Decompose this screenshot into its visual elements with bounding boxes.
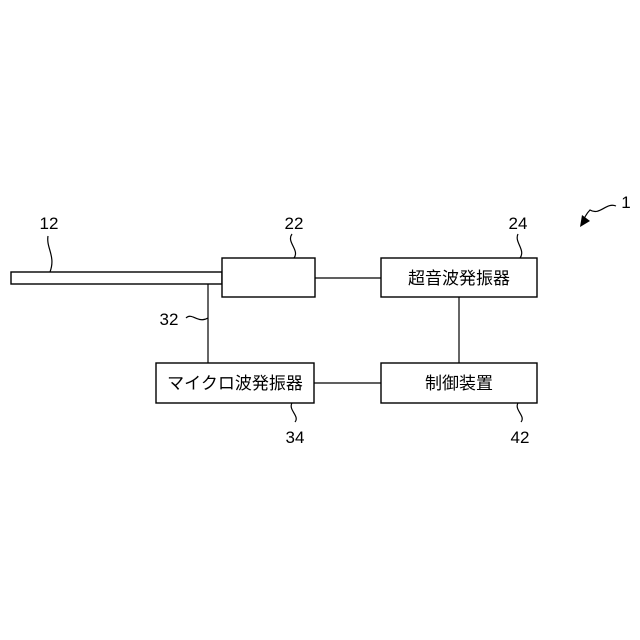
microwave-oscillator-label: マイクロ波発振器 (167, 374, 303, 394)
leader-line-22 (290, 234, 295, 258)
leader-line-34 (291, 403, 296, 422)
rod-element (11, 272, 222, 284)
ultrasonic-oscillator-label: 超音波発振器 (408, 269, 510, 289)
ref-label-32: 32 (160, 310, 179, 329)
horn-block (222, 258, 315, 297)
leader-line-12 (48, 236, 52, 272)
controller-label: 制御装置 (425, 374, 493, 394)
ref-label-12: 12 (40, 214, 59, 233)
leader-line-42 (517, 403, 522, 422)
ref-label-34: 34 (286, 428, 305, 447)
ref-label-1: 1 (621, 193, 630, 212)
ref-label-42: 42 (511, 428, 530, 447)
ref-label-24: 24 (509, 214, 528, 233)
leader-line-24 (517, 234, 522, 258)
ref-label-22: 22 (285, 214, 304, 233)
leader-line-32 (186, 316, 208, 319)
